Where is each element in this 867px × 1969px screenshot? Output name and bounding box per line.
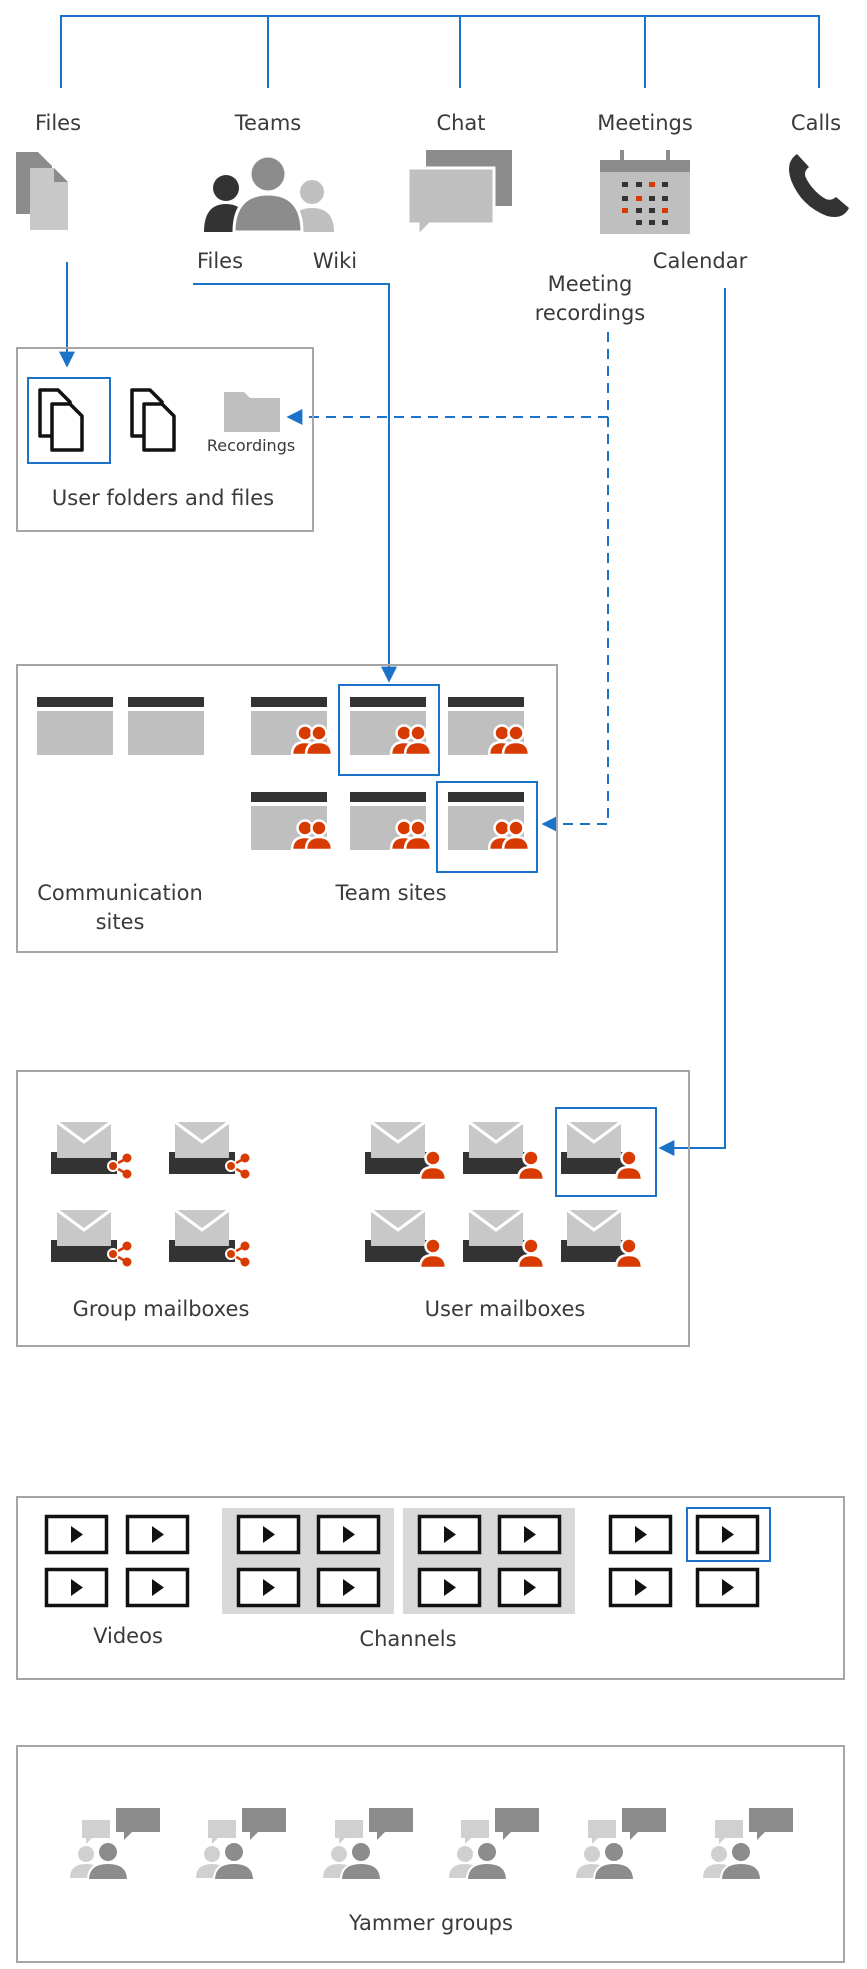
- top-bracket: [60, 15, 820, 88]
- phone-icon: [789, 154, 849, 217]
- selected-video-frame: [686, 1507, 771, 1562]
- calendar-label: Calendar: [652, 249, 748, 273]
- mailboxes-box: [16, 1070, 690, 1347]
- meetings-label: Meetings: [597, 111, 693, 135]
- yammer-box: [16, 1745, 845, 1963]
- team-sites-label: Team sites: [335, 881, 447, 905]
- chat-label: Chat: [436, 111, 486, 135]
- teams-label: Teams: [234, 111, 302, 135]
- files-icon: [16, 152, 68, 230]
- yammer-groups-label: Yammer groups: [349, 1911, 513, 1935]
- communication-sites-label-2: sites: [95, 910, 145, 934]
- channels-label: Channels: [359, 1627, 457, 1651]
- user-folders-title: User folders and files: [51, 486, 275, 510]
- files-label: Files: [34, 111, 82, 135]
- recordings-label: Recordings: [206, 436, 296, 455]
- selected-doc-frame: [27, 377, 111, 464]
- folder-icon: [224, 392, 280, 432]
- chat-icon: [406, 150, 512, 240]
- selected-site-frame: [436, 781, 538, 873]
- user-mailboxes-label: User mailboxes: [424, 1297, 586, 1321]
- meeting-recordings-label-1: Meeting: [547, 272, 633, 296]
- teams-files-label: Files: [196, 249, 244, 273]
- teams-wiki-label: Wiki: [312, 249, 358, 273]
- calls-label: Calls: [790, 111, 842, 135]
- selected-site-frame: [338, 684, 440, 776]
- videos-label: Videos: [93, 1624, 163, 1648]
- sites-box: [16, 664, 558, 953]
- stream-box: [16, 1496, 845, 1680]
- calendar-icon: [600, 150, 690, 234]
- teams-icon: [204, 154, 334, 234]
- meeting-recordings-label-2: recordings: [534, 301, 646, 325]
- communication-sites-label-1: Communication: [37, 881, 203, 905]
- user-folders-box: [16, 347, 314, 532]
- connectors: [59, 262, 726, 1156]
- selected-mailbox-frame: [555, 1107, 657, 1197]
- group-mailboxes-label: Group mailboxes: [72, 1297, 250, 1321]
